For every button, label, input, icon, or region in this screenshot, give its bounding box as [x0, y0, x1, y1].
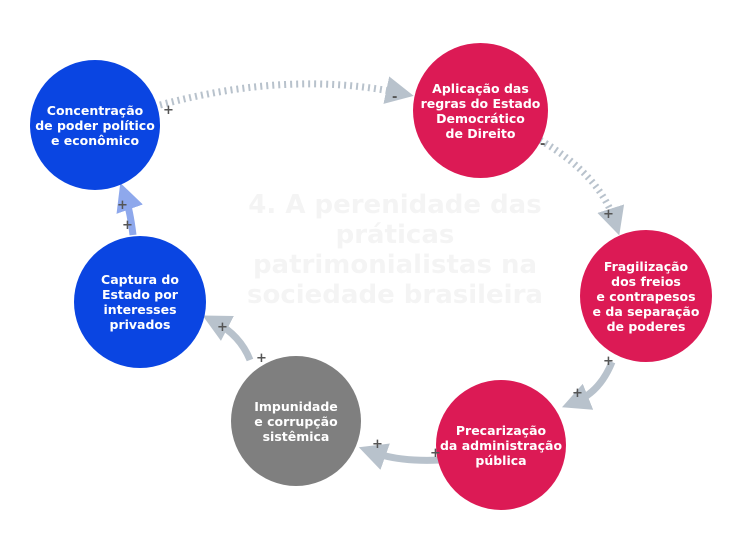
plus-sign: +	[256, 351, 267, 366]
node-label: Aplicação das regras do Estado Democráti…	[420, 80, 541, 141]
arrow-concentracao-aplicacao	[159, 76, 414, 109]
plus-sign: +	[217, 320, 228, 335]
node-fragilizacao: Fragilização dos freios e contrapesos e …	[580, 230, 712, 362]
plus-sign: +	[117, 198, 128, 213]
node-captura: Captura do Estado por interesses privado…	[74, 236, 206, 368]
arrow-impunidade-captura	[202, 315, 254, 362]
plus-sign: +	[163, 103, 174, 118]
arrow-fragilizacao-precarizacao	[562, 360, 616, 410]
minus-sign: -	[392, 90, 398, 105]
node-precarizacao: Precarização da administração pública	[436, 380, 566, 510]
node-label: Concentração de poder político e econômi…	[35, 102, 155, 148]
plus-sign: +	[572, 386, 583, 401]
node-concentracao: Concentração de poder político e econômi…	[30, 60, 160, 190]
node-label: Precarização da administração pública	[439, 422, 563, 468]
arrow-precarizacao-impunidade	[358, 443, 441, 470]
node-aplicacao: Aplicação das regras do Estado Democráti…	[413, 43, 548, 178]
plus-sign: +	[603, 207, 614, 222]
node-label: Fragilização dos freios e contrapesos e …	[592, 258, 700, 334]
arrow-captura-concentracao	[116, 182, 143, 236]
plus-sign: +	[122, 218, 133, 233]
plus-sign: +	[430, 446, 441, 461]
node-label: Captura do Estado por interesses privado…	[101, 272, 179, 332]
node-label: Impunidade e corrupção sistêmica	[254, 398, 338, 444]
minus-sign: -	[540, 137, 546, 152]
plus-sign: +	[372, 437, 383, 452]
arrow-aplicacao-fragilizacao	[538, 136, 625, 236]
plus-sign: +	[603, 354, 614, 369]
center-title: 4. A perenidade das práticas patrimonial…	[247, 190, 543, 310]
node-impunidade: Impunidade e corrupção sistêmica	[231, 356, 361, 486]
